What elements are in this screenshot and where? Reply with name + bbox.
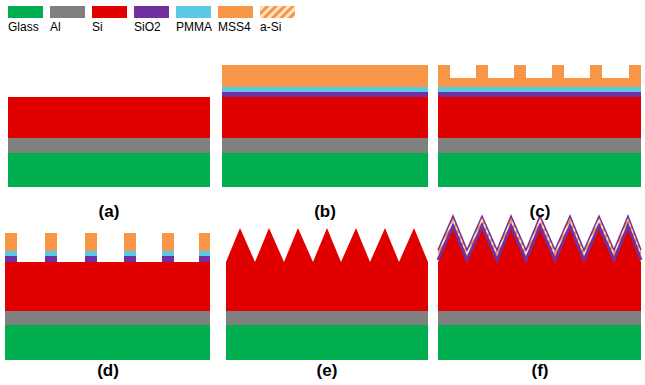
legend-swatch xyxy=(8,6,43,18)
step-e xyxy=(226,228,428,360)
step-label: (e) xyxy=(317,361,338,381)
legend-text: PMMA xyxy=(176,20,212,34)
legend-item: SiO2 xyxy=(134,6,169,34)
step-b xyxy=(222,65,428,187)
step-label: (b) xyxy=(314,202,336,222)
legend-item: Glass xyxy=(8,6,43,34)
step-a xyxy=(8,97,210,187)
legend-swatch xyxy=(92,6,127,18)
legend-swatch xyxy=(176,6,211,18)
legend-item: PMMA xyxy=(176,6,212,34)
legend-swatch-space xyxy=(260,6,295,18)
legend-item: MSS4 xyxy=(218,6,253,34)
step-f xyxy=(438,216,641,360)
legend-text: MSS4 xyxy=(218,20,253,34)
legend-swatch xyxy=(134,6,169,18)
a-si-swatch xyxy=(260,6,295,18)
legend-item: Si xyxy=(92,6,127,34)
legend-text: SiO2 xyxy=(134,20,169,34)
step-d xyxy=(5,233,210,360)
legend-swatch xyxy=(218,6,253,18)
legend-item: a-Si xyxy=(260,6,295,34)
legend-swatch xyxy=(50,6,85,18)
legend-item: Al xyxy=(50,6,85,34)
step-label: (c) xyxy=(530,202,551,222)
step-c xyxy=(438,65,641,187)
legend-text: Glass xyxy=(8,20,43,34)
step-label: (a) xyxy=(99,202,120,222)
step-label: (d) xyxy=(97,361,119,381)
legend-text: Al xyxy=(50,20,85,34)
legend-text: Si xyxy=(92,20,127,34)
step-label: (f) xyxy=(532,361,549,381)
legend-text: a-Si xyxy=(260,20,295,34)
